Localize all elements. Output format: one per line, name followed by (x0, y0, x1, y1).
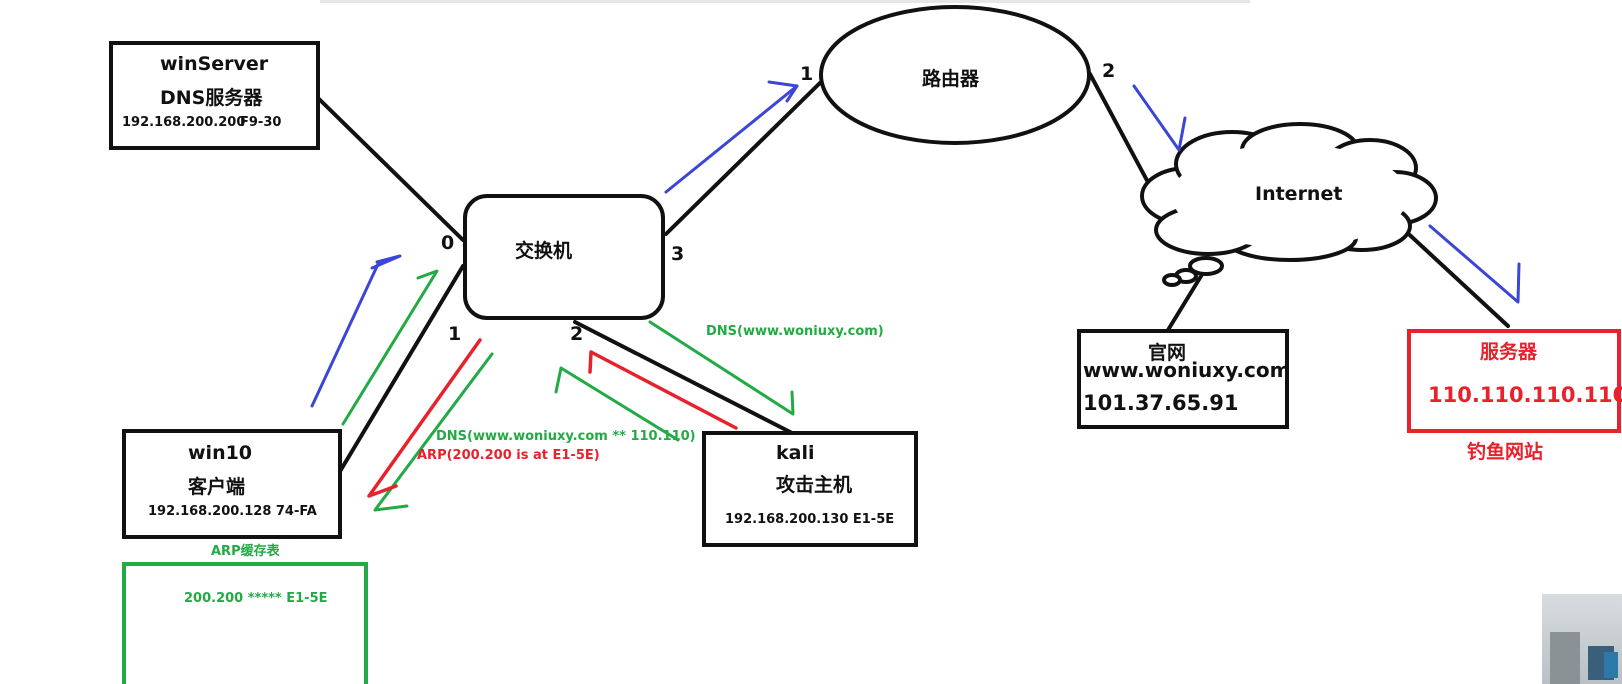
win10-box (122, 429, 342, 539)
router-shape (819, 5, 1091, 145)
green-arrow-win10-to-switch (341, 269, 439, 426)
official-site-domain: www.woniuxy.com (1083, 358, 1291, 382)
arp-cache-box (122, 562, 368, 684)
kali-name: kali (776, 442, 815, 464)
router-port-1: 1 (800, 63, 814, 85)
link-switch-router (664, 78, 825, 236)
internet-label: Internet (1255, 183, 1343, 205)
internet-cloud (1140, 122, 1438, 287)
connectors (316, 72, 1510, 480)
blue-arrows (310, 80, 1521, 408)
kali-box (702, 431, 918, 547)
link-winserver-switch (316, 96, 465, 242)
red-arrows (367, 338, 738, 498)
winserver-box (109, 41, 320, 150)
switch-port-3: 3 (671, 243, 685, 265)
kali-ip-mac: 192.168.200.130 E1-5E (725, 512, 895, 527)
blue-arrow-win10-to-switch (310, 260, 381, 408)
green-arrow-switch-to-kali (648, 320, 795, 416)
dns-reply-label: DNS(www.woniuxy.com ** 110.110) (436, 429, 696, 444)
webcam-thumbnail (1542, 594, 1622, 684)
top-strip (320, 0, 1250, 3)
link-win10-switch (334, 264, 465, 480)
green-arrow-switch-to-win10 (373, 352, 494, 512)
phishing-caption: 钓鱼网站 (1467, 441, 1544, 463)
router-label: 路由器 (922, 68, 980, 90)
phishing-server-title: 服务器 (1480, 341, 1538, 363)
link-router-internet (1088, 72, 1152, 188)
switch-port-2: 2 (570, 323, 584, 345)
official-site-title: 官网 (1148, 342, 1187, 364)
dns-query-label: DNS(www.woniuxy.com) (706, 324, 884, 339)
phishing-server-box (1407, 329, 1621, 433)
green-arrows (341, 269, 795, 512)
router-port-2: 2 (1102, 60, 1116, 82)
winserver-name: winServer (160, 53, 269, 75)
red-arrow-switch-to-win10 (367, 338, 482, 498)
win10-name: win10 (188, 442, 253, 464)
official-site-ip: 101.37.65.91 (1083, 391, 1239, 415)
blue-arrow-switch-to-router-head (767, 80, 799, 103)
switch-port-0: 0 (441, 232, 455, 254)
official-site-box (1077, 329, 1289, 429)
red-arrow-kali-to-switch (588, 350, 738, 430)
switch-label: 交换机 (515, 240, 573, 262)
blue-arrow-internet-to-phishing (1428, 224, 1521, 304)
winserver-ip: 192.168.200.200 (122, 115, 246, 130)
kali-role: 攻击主机 (776, 474, 853, 496)
blue-arrow-switch-to-router (664, 84, 799, 194)
blue-arrow-win10-to-switch-head (370, 254, 402, 270)
winserver-mac: F9-30 (240, 115, 282, 130)
phishing-server-ip: 110.110.110.110 (1428, 383, 1622, 407)
arp-cache-title: ARP缓存表 (211, 544, 280, 559)
blue-arrow-router-to-internet (1132, 84, 1187, 152)
win10-ip-mac: 192.168.200.128 74-FA (148, 504, 317, 519)
link-internet-phishing (1398, 224, 1510, 328)
winserver-role: DNS服务器 (160, 87, 263, 109)
arp-reply-label: ARP(200.200 is at E1-5E) (417, 448, 600, 463)
switch-shape (463, 194, 665, 320)
link-internet-official (1166, 266, 1208, 332)
link-switch-kali (573, 320, 796, 436)
arp-cache-entry: 200.200 ***** E1-5E (184, 591, 328, 606)
switch-port-1: 1 (448, 323, 462, 345)
green-arrow-kali-to-switch (554, 366, 680, 442)
win10-role: 客户端 (188, 476, 246, 498)
